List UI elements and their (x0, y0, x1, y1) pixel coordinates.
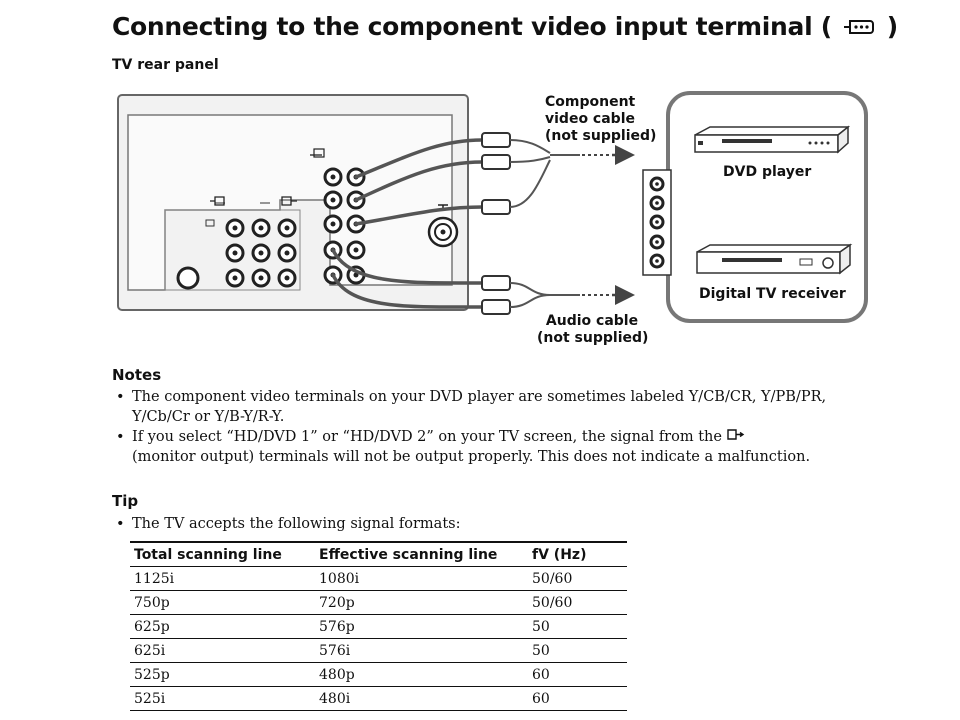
component-cable-label: Component video cable (not supplied) (545, 94, 656, 145)
dvd-player (694, 125, 851, 154)
dvd-player-label: DVD player (723, 164, 812, 180)
external-equipment (642, 91, 868, 323)
component-input-icon (842, 14, 876, 43)
table-cell: 60 (528, 686, 627, 711)
page-title-close: ) (886, 12, 898, 41)
table-cell: 480p (315, 662, 528, 687)
panel-label: TV rear panel (112, 57, 219, 73)
audio-cable-label-line1: Audio cable (545, 313, 639, 329)
note-text-continued: (monitor output) terminals will not be o… (132, 449, 811, 465)
video-input-jacks (176, 202, 297, 290)
s-video-jack (176, 266, 200, 290)
column-header-effective: Effective scanning line (315, 541, 528, 567)
component-cable-label-line2: video cable (545, 111, 635, 127)
page-title: Connecting to the component video input … (112, 12, 898, 43)
antenna-connector (427, 204, 459, 248)
notes-heading: Notes (112, 366, 162, 384)
table-cell: 1125i (130, 566, 315, 591)
table-row: 625p 576p 50 (130, 614, 627, 639)
table-row: 750p 720p 50/60 (130, 590, 627, 615)
signal-formats-table: Total scanning line Effective scanning l… (130, 541, 627, 711)
tip-heading: Tip (112, 492, 139, 510)
table-row: 1125i 1080i 50/60 (130, 566, 627, 591)
table-cell: 480i (315, 686, 528, 711)
table-cell: 50 (528, 638, 627, 663)
component-video-cable (354, 138, 484, 226)
component-cable-label-line1: Component (545, 94, 636, 110)
video-input-icon (210, 196, 225, 206)
table-cell: 525i (130, 686, 315, 711)
digital-tv-receiver (696, 243, 853, 275)
note-text: If you select “HD/DVD 1” or “HD/DVD 2” o… (132, 429, 722, 445)
table-cell: 576i (315, 638, 528, 663)
monitor-output-icon (726, 427, 745, 447)
table-cell: 750p (130, 590, 315, 615)
connection-diagram (117, 91, 868, 323)
tip-list: The TV accepts the following signal form… (116, 514, 716, 534)
table-cell: 60 (528, 662, 627, 687)
table-cell: 50 (528, 614, 627, 639)
table-cell: 720p (315, 590, 528, 615)
page-title-text: Connecting to the component video input … (112, 12, 832, 41)
list-item: The TV accepts the following signal form… (116, 514, 716, 534)
table-cell: 50/60 (528, 566, 627, 591)
table-header-row: Total scanning line Effective scanning l… (130, 541, 627, 567)
note-text: The component video terminals on your DV… (132, 389, 827, 425)
list-item: If you select “HD/DVD 1” or “HD/DVD 2” o… (116, 427, 866, 467)
digital-tv-receiver-label: Digital TV receiver (699, 286, 846, 302)
tv-rear-panel (117, 94, 469, 311)
audio-cable-label: Audio cable (not supplied) (537, 313, 649, 347)
tip-text: The TV accepts the following signal form… (132, 516, 461, 532)
table-cell: 576p (315, 614, 528, 639)
monitor-output-icon (281, 196, 297, 206)
audio-cable-label-line2: (not supplied) (537, 330, 649, 346)
table-cell: 625i (130, 638, 315, 663)
column-header-fv: fV (Hz) (528, 541, 627, 567)
table-row: 525p 480p 60 (130, 662, 627, 687)
table-row: 625i 576i 50 (130, 638, 627, 663)
table-row: 525i 480i 60 (130, 686, 627, 711)
table-cell: 50/60 (528, 590, 627, 615)
table-cell: 525p (130, 662, 315, 687)
notes-list: The component video terminals on your DV… (116, 387, 866, 467)
table-cell: 1080i (315, 566, 528, 591)
table-cell: 625p (130, 614, 315, 639)
component-cable-label-line3: (not supplied) (545, 128, 657, 144)
column-header-total: Total scanning line (130, 541, 315, 567)
audio-cable (331, 248, 484, 309)
list-item: The component video terminals on your DV… (116, 387, 866, 427)
